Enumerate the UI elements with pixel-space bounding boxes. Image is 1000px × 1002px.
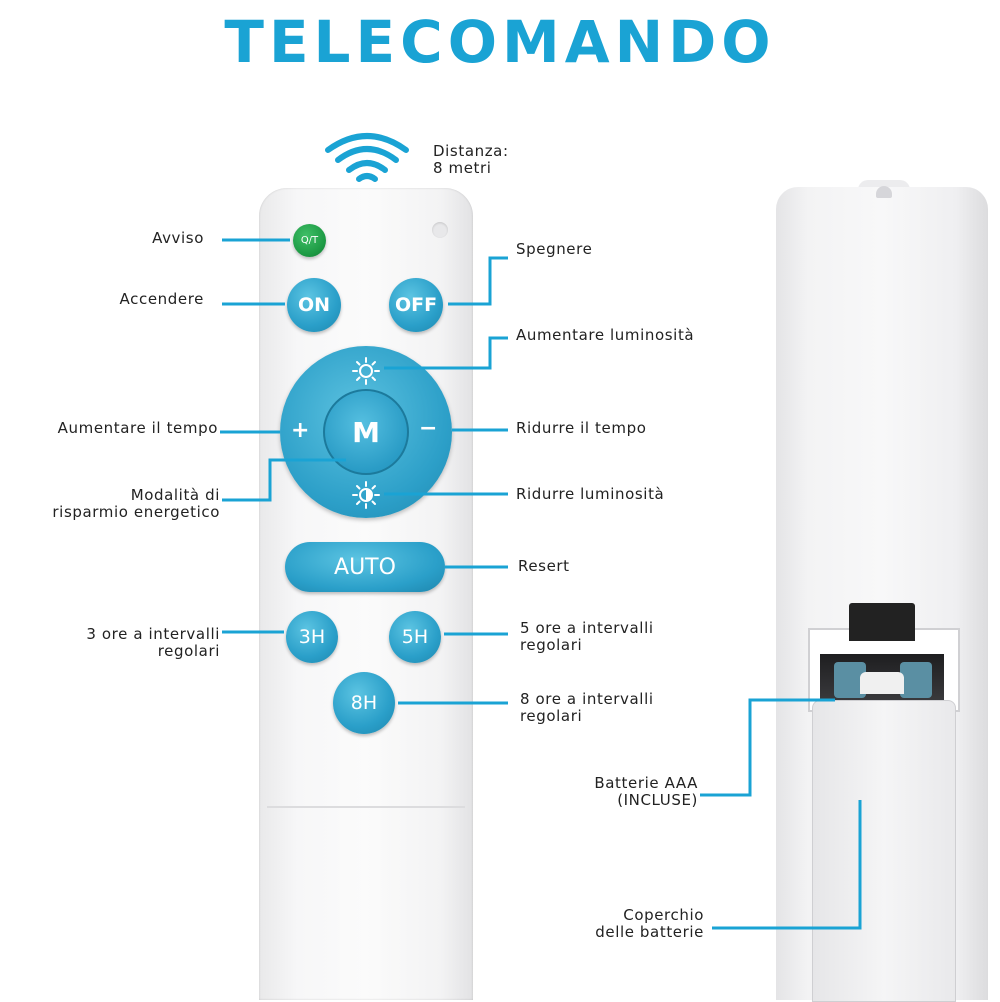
3h-button[interactable]: 3H (286, 611, 338, 663)
plus-button[interactable]: + (291, 418, 310, 443)
page-title: TELECOMANDO (224, 8, 776, 76)
battery-cover[interactable] (812, 700, 956, 1002)
label-aumentare-tempo: Aumentare il tempo (57, 419, 218, 437)
qt-button[interactable]: Q/T (293, 224, 326, 257)
battery-tab (860, 672, 904, 694)
label-ridurre-luminosita: Ridurre luminosità (516, 485, 665, 503)
brightness-up-icon[interactable] (351, 356, 381, 386)
on-button[interactable]: ON (287, 278, 341, 332)
wifi-signal-icon (325, 133, 409, 182)
label-accendere: Accendere (119, 290, 204, 308)
label-5-ore: 5 ore a intervalli regolari (520, 619, 654, 654)
minus-button[interactable]: − (419, 416, 438, 441)
off-button[interactable]: OFF (389, 278, 443, 332)
label-spegnere: Spegnere (516, 240, 593, 258)
label-coperchio: Coperchio delle batterie (595, 906, 704, 941)
ir-lens (876, 186, 892, 198)
remote-seam (267, 806, 465, 808)
5h-button[interactable]: 5H (389, 611, 441, 663)
label-resert: Resert (518, 557, 570, 575)
label-8-ore: 8 ore a intervalli regolari (520, 690, 654, 725)
auto-button[interactable]: AUTO (285, 542, 445, 592)
label-ridurre-tempo: Ridurre il tempo (516, 419, 647, 437)
label-batterie: Batterie AAA (INCLUSE) (594, 774, 698, 809)
label-aumentare-luminosita: Aumentare luminosità (516, 326, 695, 344)
battery-clip (849, 603, 915, 641)
mode-button[interactable]: M (323, 389, 409, 475)
battery-cell (900, 662, 932, 698)
indicator-dot (432, 222, 448, 238)
distance-label: Distanza: 8 metri (433, 142, 509, 177)
label-3-ore: 3 ore a intervalli regolari (86, 625, 220, 660)
brightness-down-icon[interactable] (351, 480, 381, 510)
8h-button[interactable]: 8H (333, 672, 395, 734)
label-avviso: Avviso (152, 229, 204, 247)
label-modalita: Modalità di risparmio energetico (52, 486, 220, 521)
